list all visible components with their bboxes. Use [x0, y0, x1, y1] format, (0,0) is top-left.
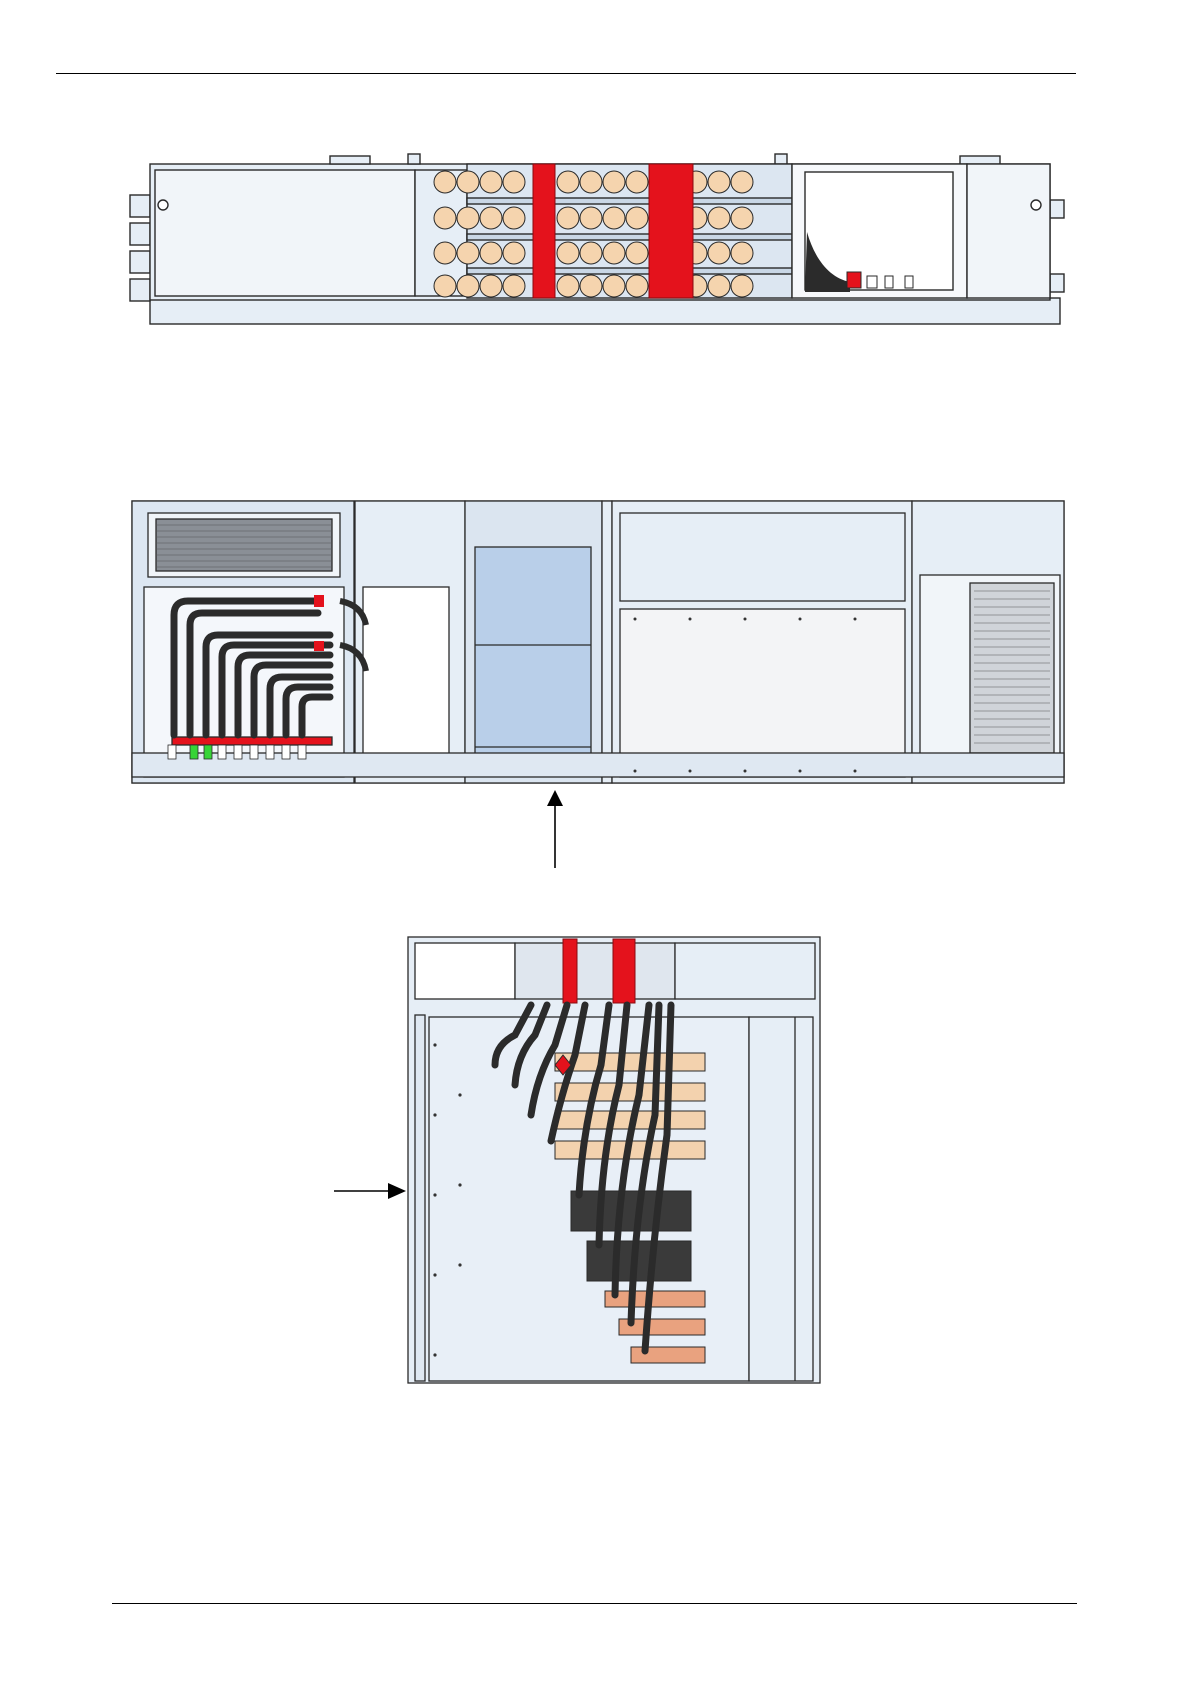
arrow-right-icon	[332, 1180, 406, 1202]
cabinet-side-view	[405, 935, 830, 1385]
cabinet-front-view	[130, 495, 1070, 795]
header-rule	[56, 73, 1076, 74]
cabinet-top-view	[125, 150, 1065, 330]
footer-rule	[112, 1603, 1077, 1604]
arrow-up-icon	[540, 790, 570, 870]
